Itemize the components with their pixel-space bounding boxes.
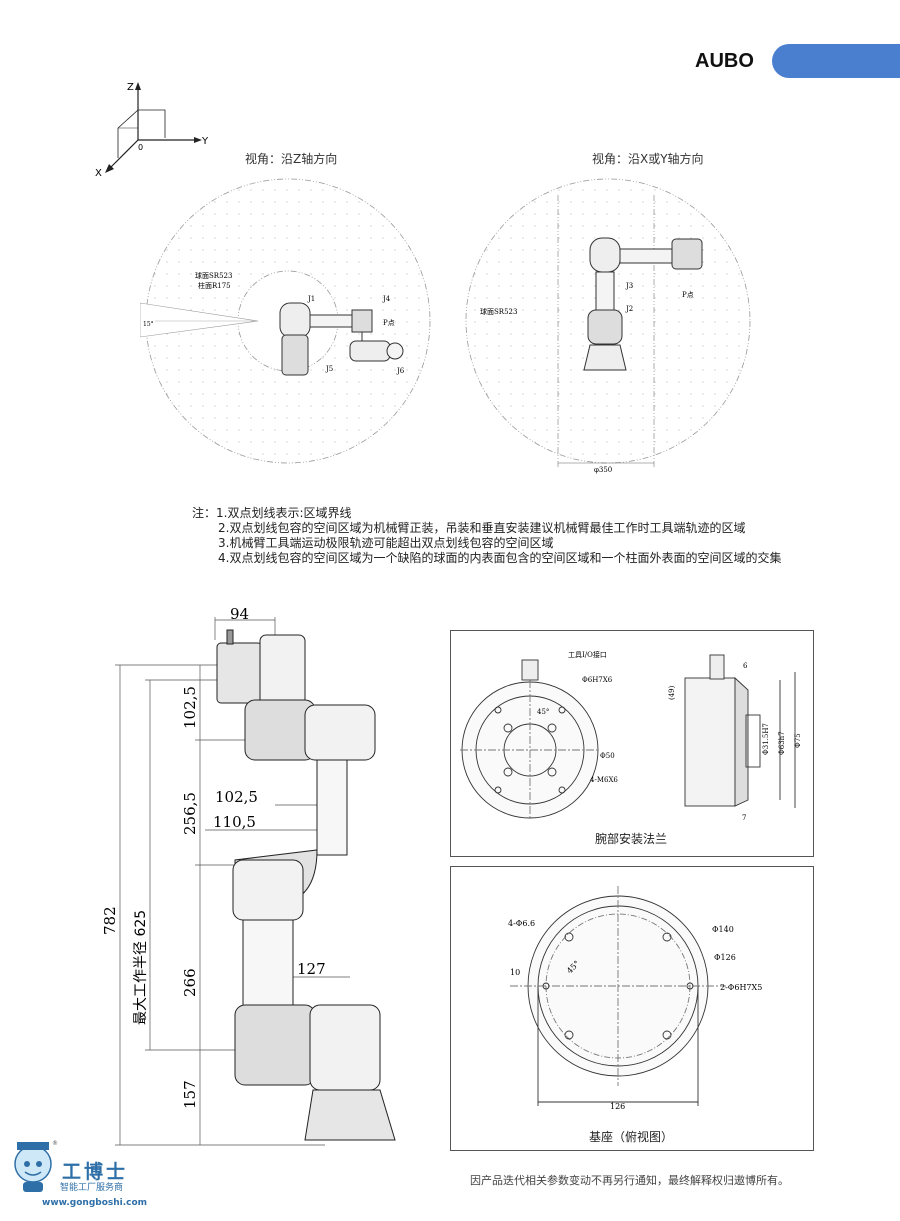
flange-d63-label: Φ63h7 (778, 731, 786, 755)
base-panel (450, 866, 814, 1151)
base-holes-label: 4-Φ6.6 (508, 919, 535, 928)
axis-z-label: Z (127, 82, 134, 93)
right-j3-label: J3 (625, 282, 633, 290)
left-sphere-label: 球面SR523 (195, 271, 232, 280)
logo-url: www.gongboshi.com (42, 1198, 148, 1208)
right-view-caption: 视角：沿X或Y轴方向 (592, 152, 704, 166)
flange-m6-label: 4-M6X6 (590, 776, 618, 784)
flange-d50-label: Φ50 (600, 752, 615, 760)
dim-max-radius-625: 最大工作半径 625 (133, 910, 149, 1025)
dim-157: 157 (181, 1080, 199, 1109)
right-sphere-label: 球面SR523 (480, 307, 517, 316)
flange-d75-label: Φ75 (794, 733, 802, 748)
axis-origin-label: 0 (138, 143, 143, 152)
header-accent-tab (772, 44, 900, 78)
right-j2-label: J2 (625, 305, 633, 313)
side-view-workspace-diagram: J3 J2 P点 球面SR523 φ350 (465, 178, 751, 474)
base-width-label: 126 (610, 1102, 625, 1111)
base-title: 基座（俯视图） (588, 1130, 673, 1144)
right-p-label: P点 (682, 291, 694, 299)
axis-triad: Z Y X 0 (95, 82, 209, 178)
left-j4-label: J4 (382, 295, 391, 303)
logo-name: 工博士 (62, 1161, 129, 1183)
note-1: 注：1.双点划线表示:区域界线 (192, 506, 352, 520)
gongboshi-mascot-icon (14, 1142, 52, 1192)
base-d10-label: 10 (510, 968, 520, 977)
logo-slogan: 智能工厂服务商 (60, 1183, 124, 1193)
dim-782: 782 (101, 906, 119, 935)
dim-102-5-horizontal: 102,5 (215, 788, 258, 806)
flange-angle-label: 45° (537, 708, 549, 716)
dim-110-5: 110,5 (213, 813, 256, 831)
base-pin-holes-label: 2-Φ6H7X5 (720, 983, 762, 992)
wrist-flange-panel (450, 630, 814, 857)
brand-title: AUBO (695, 50, 754, 72)
flange-title: 腕部安装法兰 (594, 832, 667, 846)
axis-y-label: Y (201, 136, 209, 147)
flange-d6-label: 6 (743, 662, 748, 670)
axis-x-label: X (95, 168, 102, 178)
left-view-caption: 视角：沿Z轴方向 (245, 152, 338, 166)
right-dia-label: φ350 (594, 466, 612, 474)
note-2: 2.双点划线包容的空间区域为机械臂正装，吊装和垂直安装建议机械臂最佳工作时工具端… (218, 521, 746, 535)
left-angle-label: 15° (143, 321, 154, 328)
base-d126-label: Φ126 (714, 953, 736, 962)
left-j1-label: J1 (307, 295, 315, 303)
flange-d31-label: Φ31.5H7 (762, 723, 770, 755)
base-d140-label: Φ140 (712, 925, 734, 934)
flange-d49-label: (49) (668, 685, 676, 700)
left-j5-label: J5 (325, 365, 333, 373)
logo-registered: ® (52, 1140, 58, 1147)
wrist-flange-drawing: 工具I/O接口 Φ6H7X6 45° Φ50 4-M6X6 (49) 6 Φ31… (460, 650, 802, 822)
flange-hole-label: Φ6H7X6 (582, 676, 613, 684)
dim-266: 266 (181, 968, 199, 997)
dim-94: 94 (230, 605, 249, 623)
notes-block: 注：1.双点划线表示:区域界线 2.双点划线包容的空间区域为机械臂正装，吊装和垂… (192, 506, 781, 566)
base-top-view-drawing: 4-Φ6.6 45° 10 Φ140 Φ126 2-Φ6H7X5 126 (508, 886, 762, 1111)
left-cylinder-label: 柱面R175 (198, 281, 231, 290)
footer-disclaimer: 因产品迭代相关参数变动不再另行通知，最终解释权归遨博所有。 (470, 1174, 789, 1187)
note-4: 4.双点划线包容的空间区域为一个缺陷的球面的内表面包含的空间区域和一个柱面外表面… (218, 551, 782, 565)
note-3: 3.机械臂工具端运动极限轨迹可能超出双点划线包容的空间区域 (218, 536, 554, 550)
top-view-workspace-diagram: J1 J4 P点 J5 J6 球面SR523 柱面R175 15° (140, 178, 431, 464)
dim-102-5-vertical: 102,5 (181, 686, 199, 729)
dim-256-5: 256,5 (181, 792, 199, 835)
robot-side-elevation-drawing: 94 102,5 256,5 102,5 110,5 266 127 157 7… (101, 605, 396, 1146)
left-j6-label: J6 (396, 367, 405, 375)
flange-io-label: 工具I/O接口 (568, 650, 607, 659)
left-p-label: P点 (383, 319, 395, 327)
flange-d7-label: 7 (742, 814, 746, 822)
dim-127: 127 (297, 960, 326, 978)
